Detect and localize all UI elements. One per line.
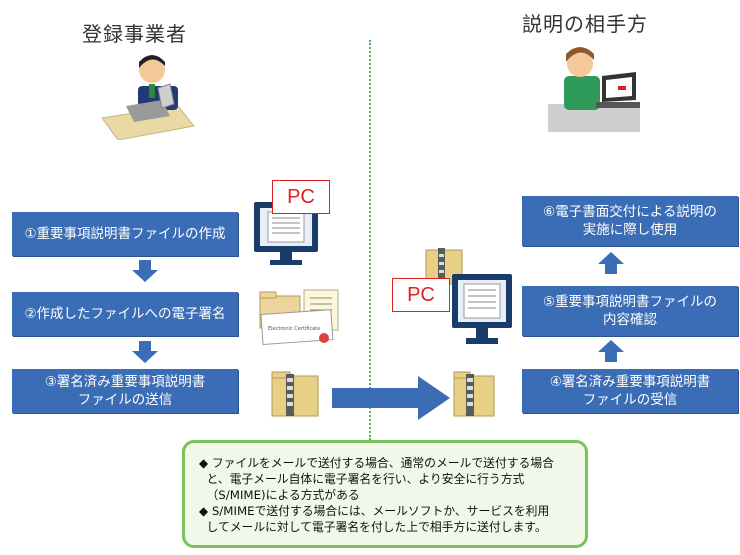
note-line: ◆ S/MIMEで送付する場合には、メールソフトか、サービスを利用: [199, 504, 550, 518]
arrow-down-2-3: [132, 341, 158, 363]
left-party-heading: 登録事業者: [82, 22, 187, 46]
step-2-digital-signature: ②作成したファイルへの電子署名: [12, 292, 238, 336]
note-line: ◆ ファイルをメールで送付する場合、通常のメールで送付する場合: [199, 456, 554, 470]
folder-certificate-icon: Electronic Certificate: [259, 289, 339, 346]
note-line: してメールに対して電子署名を付した上で相手方に送付します。: [199, 520, 547, 534]
step-1-create-file: ①重要事項説明書ファイルの作成: [12, 212, 238, 256]
step-4-receive-file: ④署名済み重要事項説明書 ファイルの受信: [522, 369, 738, 413]
pc-monitor-icon: [254, 202, 318, 265]
certificate-text: Electronic Certificate: [268, 326, 320, 332]
step-3-send-file: ③署名済み重要事項説明書 ファイルの送信: [12, 369, 238, 413]
pc-label-sender: PC: [272, 180, 330, 214]
arrow-down-1-2: [132, 260, 158, 282]
note-box: ◆ ファイルをメールで送付する場合、通常のメールで送付する場合 と、電子メール自…: [182, 440, 588, 548]
center-divider: [369, 40, 371, 440]
zipped-folder-icon-sender: [271, 371, 319, 417]
pc-label-recipient: PC: [392, 278, 450, 312]
step-5-confirm-content: ⑤重要事項説明書ファイルの 内容確認: [522, 286, 738, 336]
business-person-illustration: [101, 55, 195, 140]
pc-monitor-icon-recipient: [452, 274, 512, 344]
recipient-person-illustration: [548, 47, 640, 132]
zipped-folder-icon-recipient: [453, 371, 495, 417]
arrow-up-5-6: [598, 252, 624, 274]
step-6-use-explanation: ⑥電子書面交付による説明の 実施に際し使用: [522, 196, 738, 246]
arrow-up-4-5: [598, 340, 624, 362]
right-party-heading: 説明の相手方: [522, 12, 648, 36]
send-arrow: [332, 376, 450, 420]
note-line: と、電子メール自体に電子署名を行い、より安全に行う方式: [199, 472, 525, 486]
note-line: （S/MIME)による方式がある: [199, 488, 360, 502]
